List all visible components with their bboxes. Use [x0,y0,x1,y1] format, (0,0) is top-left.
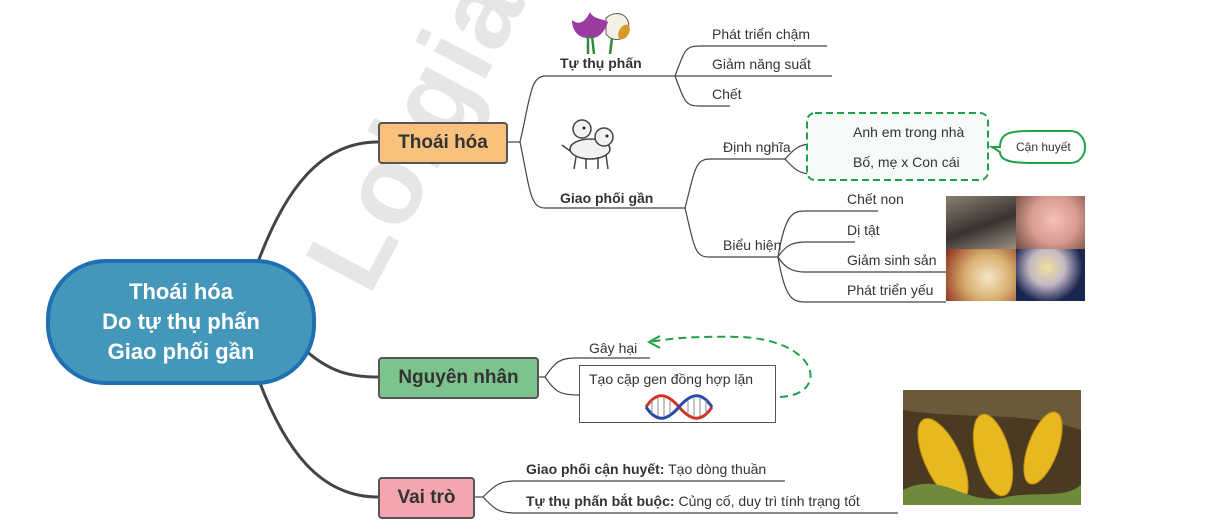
callout-can-huyet[interactable]: Cận huyết [1016,140,1071,154]
piglet-photo [1015,196,1085,249]
leaf-vai-tro-2-bold: Tự thụ phấn bắt buộc: [526,493,675,509]
central-line: Giao phối gần [107,339,255,364]
leaf-vai-tro-1[interactable]: Giao phối cận huyết: Tạo dòng thuần [526,461,766,477]
leaf-vai-tro-1-text: Tạo dòng thuần [664,461,767,477]
corn-photo [903,390,1081,505]
cow-photo [946,196,1016,249]
central-line: Thoái hóa [129,279,233,304]
central-topic[interactable]: Thoái hóa Do tự thụ phấn Giao phối gần [46,259,316,385]
leaf-tao-cap-gen: Tạo cặp gen đồng hợp lặn [589,371,754,387]
leaf-giam-nang-suat[interactable]: Giảm năng suất [712,56,811,72]
leaf-vai-tro-2-text: Củng cố, duy trì tính trạng tốt [674,493,860,509]
node-tu-thu-phan[interactable]: Tự thụ phấn [560,55,642,71]
topic-thoai-hoa[interactable]: Thoái hóa [378,122,508,164]
chicken-photo [946,248,1016,301]
leaf-vai-tro-2[interactable]: Tự thụ phấn bắt buộc: Củng cố, duy trì t… [526,493,860,509]
box-cap-gen[interactable]: Tạo cặp gen đồng hợp lặn [579,365,776,423]
leaf-phat-trien-yeu[interactable]: Phát triển yếu [847,282,934,298]
duckling-photo [1015,248,1085,301]
leaf-anh-em-trong-nha[interactable]: Anh em trong nhà [853,124,965,140]
topic-nguyen-nhan[interactable]: Nguyên nhân [378,357,539,399]
dna-icon [644,394,714,420]
leaf-di-tat[interactable]: Dị tật [847,222,880,238]
leaf-bo-me-x-con-cai[interactable]: Bố, mẹ x Con cái [853,154,960,170]
central-line: Do tự thụ phấn [102,309,260,334]
leaf-chet-non[interactable]: Chết non [847,191,904,207]
node-dinh-nghia[interactable]: Định nghĩa [723,139,791,155]
flower-icon [572,12,630,54]
leaf-giam-sinh-san[interactable]: Giảm sinh sản [847,252,937,268]
leaf-phat-trien-cham[interactable]: Phát triển chậm [712,26,811,42]
leaf-vai-tro-1-bold: Giao phối cận huyết: [526,461,665,477]
node-giao-phoi-gan[interactable]: Giao phối gần [560,190,654,206]
leaf-chet[interactable]: Chết [712,86,742,102]
dogs-icon [561,119,614,170]
leaf-gay-hai[interactable]: Gây hại [589,340,638,356]
topic-vai-tro[interactable]: Vai trò [378,477,475,519]
node-bieu-hien[interactable]: Biểu hiện [723,237,782,253]
inbreeding-photos [946,196,1085,301]
